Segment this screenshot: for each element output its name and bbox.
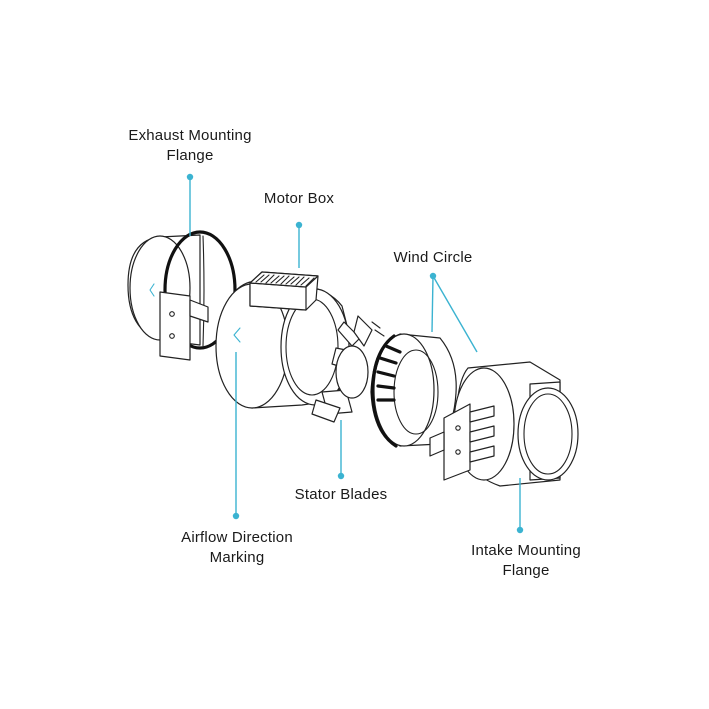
label-motor-box-text: Motor Box [239, 189, 359, 209]
label-airflow-line-2: Marking [152, 548, 322, 568]
label-motor-box: Motor Box [239, 189, 359, 209]
label-stator-blades: Stator Blades [276, 485, 406, 505]
intake-bracket-plate [444, 404, 470, 480]
label-airflow-direction-marking: Airflow Direction Marking [152, 528, 322, 568]
label-stator-blades-text: Stator Blades [276, 485, 406, 505]
motor-box [250, 272, 318, 310]
label-airflow-line-1: Airflow Direction [152, 528, 322, 548]
label-intake-mounting-flange: Intake Mounting Flange [446, 541, 606, 581]
label-exhaust-line-1: Exhaust Mounting [110, 126, 270, 146]
label-intake-line-2: Flange [446, 561, 606, 581]
label-exhaust-line-2: Flange [110, 146, 270, 166]
label-wind-circle: Wind Circle [373, 248, 493, 268]
leader-dot-airflow [233, 513, 239, 519]
leader-dot-motor-box [296, 222, 302, 228]
label-wind-circle-text: Wind Circle [373, 248, 493, 268]
label-intake-line-1: Intake Mounting [446, 541, 606, 561]
exhaust-bracket-plate [160, 292, 190, 360]
leader-dot-wind-circle [430, 273, 436, 279]
leader-dot-intake [517, 527, 523, 533]
leader-dot-stator [338, 473, 344, 479]
leader-dot-exhaust [187, 174, 193, 180]
label-exhaust-mounting-flange: Exhaust Mounting Flange [110, 126, 270, 166]
